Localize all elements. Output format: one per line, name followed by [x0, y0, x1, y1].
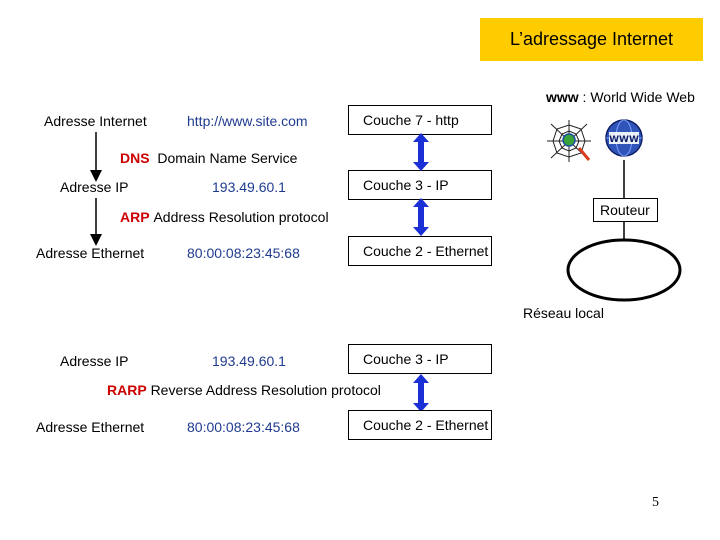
layer-label-ethernet-bottom: Couche 2 - Ethernet [363, 417, 489, 433]
layer-box-ethernet: Couche 2 - Ethernet [348, 236, 492, 266]
dns-text: Domain Name Service [157, 150, 298, 166]
arp-abbr: ARP [120, 209, 150, 225]
www-abbr: www [546, 89, 579, 105]
row-value-internet: http://www.site.com [187, 113, 308, 129]
layer-box-ip: Couche 3 - IP [348, 170, 492, 200]
row-label-ethernet: Adresse Ethernet [36, 245, 145, 261]
double-arrow-icon [413, 198, 429, 236]
row-label-ethernet-bottom: Adresse Ethernet [36, 419, 145, 435]
row-value-ip: 193.49.60.1 [212, 179, 286, 195]
www-text: : World Wide Web [578, 89, 695, 105]
layer-box-ip-bottom: Couche 3 - IP [348, 344, 492, 374]
row-value-ip-bottom: 193.49.60.1 [212, 353, 286, 369]
page-number: 5 [652, 495, 659, 510]
double-arrow-icon [413, 133, 429, 171]
lan-ellipse [566, 238, 682, 302]
svg-text:WWW: WWW [609, 135, 639, 145]
dns-abbr: DNS [120, 150, 150, 166]
lan-label: Réseau local [523, 305, 604, 321]
spider-web-icon [547, 120, 591, 162]
router-box: Routeur [593, 198, 658, 222]
router-label: Routeur [600, 202, 650, 218]
row-value-ethernet: 80:00:08:23:45:68 [187, 245, 300, 261]
double-arrow-icon [413, 374, 429, 412]
rarp-legend: RARP Reverse Address Resolution protocol [107, 382, 381, 398]
slide-title-text: L’adressage Internet [509, 29, 674, 49]
arp-legend: ARP Address Resolution protocol [120, 209, 329, 225]
layer-box-ethernet-bottom: Couche 2 - Ethernet [348, 410, 492, 440]
slide-title: L’adressage Internet [480, 18, 703, 61]
layer-label-ip-bottom: Couche 3 - IP [363, 351, 449, 367]
layer-label-http: Couche 7 - http [363, 112, 459, 128]
row-value-ethernet-bottom: 80:00:08:23:45:68 [187, 419, 300, 435]
arp-text: Address Resolution protocol [153, 209, 329, 225]
layer-label-ip: Couche 3 - IP [363, 177, 449, 193]
rarp-text: Reverse Address Resolution protocol [150, 382, 381, 398]
row-label-internet: Adresse Internet [44, 113, 147, 129]
row-label-ip-bottom: Adresse IP [60, 353, 129, 369]
layer-label-ethernet: Couche 2 - Ethernet [363, 243, 489, 259]
rarp-abbr: RARP [107, 382, 147, 398]
row-label-ip: Adresse IP [60, 179, 129, 195]
www-legend: www : World Wide Web [546, 89, 695, 105]
layer-box-http: Couche 7 - http [348, 105, 492, 135]
dns-legend: DNS Domain Name Service [120, 150, 297, 166]
www-globe-icon: WWW [605, 119, 643, 157]
